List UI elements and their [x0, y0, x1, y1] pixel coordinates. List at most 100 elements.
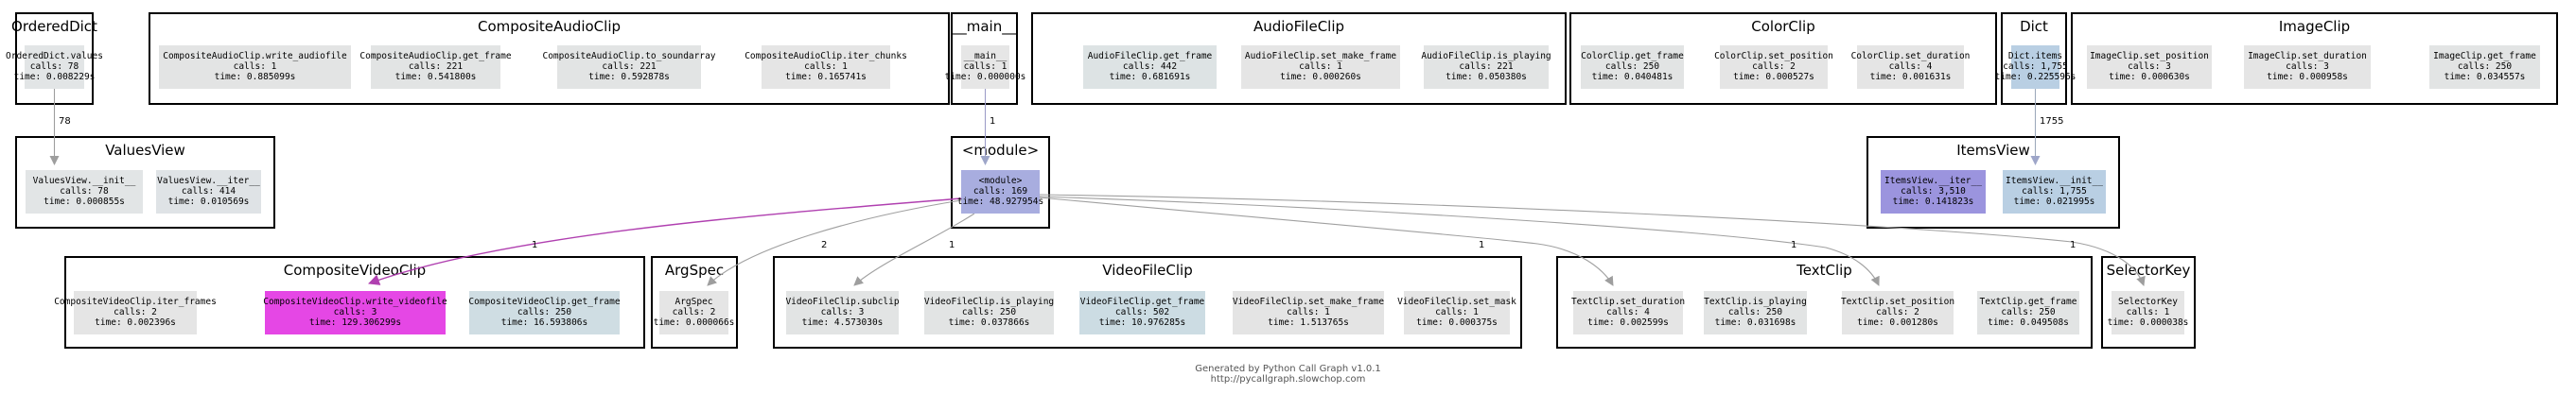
- node-name: __main__: [964, 51, 1008, 61]
- node-box[interactable]: [1720, 45, 1828, 89]
- node-box[interactable]: [1573, 291, 1683, 334]
- node-time: time: 0.034557s: [2445, 72, 2526, 82]
- node-box[interactable]: [2011, 45, 2059, 89]
- node-box[interactable]: [1881, 170, 1986, 214]
- node-box[interactable]: [1083, 45, 1217, 89]
- node-box[interactable]: [2112, 291, 2184, 334]
- node-calls: calls: 1,755: [2022, 186, 2087, 197]
- node-time: time: 0.225596s: [1995, 72, 2077, 82]
- node-calls: calls: 221: [1459, 61, 1513, 72]
- node-box[interactable]: [961, 45, 1009, 89]
- node-cac-write[interactable]: CompositeAudioClip.write_audiofilecalls:…: [159, 45, 351, 89]
- cluster-title: __main__: [952, 18, 1017, 36]
- node-box[interactable]: [1079, 291, 1205, 334]
- node-box[interactable]: [1233, 291, 1384, 334]
- edge-label: 1755: [2040, 116, 2063, 127]
- node-box[interactable]: [557, 45, 701, 89]
- node-time: time: 0.010569s: [168, 197, 250, 207]
- node-name: ValuesView.__init__: [33, 176, 136, 186]
- node-name: TextClip.is_playing: [1704, 297, 1807, 307]
- node-box[interactable]: [1424, 45, 1549, 89]
- node-box[interactable]: [1581, 45, 1684, 89]
- footer-url[interactable]: http://pycallgraph.slowchop.com: [1210, 374, 1366, 385]
- node-name: VideoFileClip.is_playing: [924, 297, 1054, 307]
- node-box[interactable]: [371, 45, 500, 89]
- node-box[interactable]: [159, 45, 351, 89]
- cluster-title: AudioFileClip: [1253, 18, 1344, 35]
- node-box[interactable]: [265, 291, 446, 334]
- node-box[interactable]: [1241, 45, 1400, 89]
- node-box[interactable]: [1857, 45, 1964, 89]
- node-box[interactable]: [1404, 291, 1510, 334]
- edge-line: [707, 199, 962, 286]
- node-box[interactable]: [2003, 170, 2106, 214]
- node-time: time: 48.927954s: [957, 197, 1044, 207]
- node-box[interactable]: [762, 45, 890, 89]
- cluster-title: CompositeVideoClip: [284, 262, 426, 279]
- node-box[interactable]: [924, 291, 1054, 334]
- node-calls: calls: 250: [2001, 307, 2055, 317]
- edge-mod-mod-to-tc-pos: 1: [1039, 196, 1880, 286]
- edge-line: [368, 197, 962, 285]
- node-calls: calls: 3: [2128, 61, 2171, 72]
- edge-label: 1: [990, 116, 995, 127]
- node-box[interactable]: [2429, 45, 2540, 89]
- node-time: time: 0.021995s: [2014, 197, 2095, 207]
- node-cvc-write[interactable]: CompositeVideoClip.write_videofilecalls:…: [263, 291, 447, 334]
- node-box[interactable]: [2244, 45, 2371, 89]
- node-box[interactable]: [469, 291, 620, 334]
- node-box[interactable]: [659, 291, 728, 334]
- node-box[interactable]: [1977, 291, 2079, 334]
- node-time: time: 0.001631s: [1870, 72, 1952, 82]
- node-box[interactable]: [156, 170, 261, 214]
- node-calls: calls: 2: [1752, 61, 1796, 72]
- node-box[interactable]: [1704, 291, 1807, 334]
- cluster-title: SelectorKey: [2107, 262, 2191, 279]
- node-box[interactable]: [786, 291, 899, 334]
- node-box[interactable]: [25, 45, 84, 89]
- node-box[interactable]: [26, 170, 143, 214]
- node-calls: calls: 1: [804, 61, 848, 72]
- node-box[interactable]: [961, 170, 1040, 214]
- edge-label: 2: [821, 240, 827, 250]
- node-name: CompositeAudioClip.to_soundarray: [542, 51, 715, 61]
- node-box[interactable]: [1842, 291, 1954, 334]
- node-time: time: 0.592878s: [588, 72, 670, 82]
- node-box[interactable]: [2087, 45, 2212, 89]
- node-box[interactable]: [74, 291, 197, 334]
- edge-dict-items-to-iv-init: 1755: [2030, 89, 2063, 165]
